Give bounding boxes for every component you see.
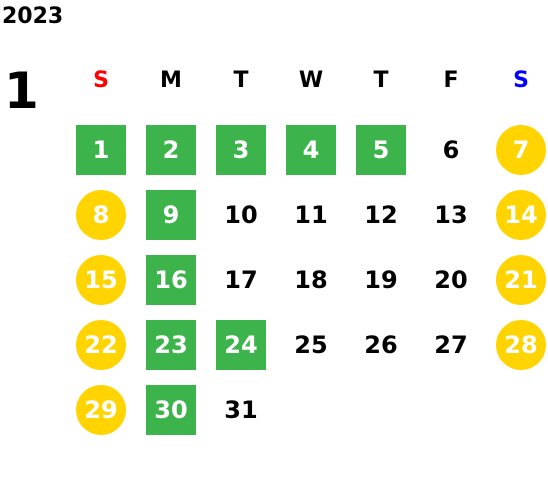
calendar-day[interactable]: 7 bbox=[496, 125, 546, 175]
weekday-header: S bbox=[513, 68, 529, 93]
calendar-day[interactable]: 1 bbox=[76, 125, 126, 175]
calendar-day[interactable]: 24 bbox=[216, 320, 266, 370]
calendar-day[interactable]: 9 bbox=[146, 190, 196, 240]
calendar-day[interactable]: 19 bbox=[364, 266, 398, 294]
calendar-day[interactable]: 25 bbox=[294, 331, 328, 359]
calendar-day[interactable]: 13 bbox=[434, 201, 468, 229]
calendar-day[interactable]: 2 bbox=[146, 125, 196, 175]
calendar-day[interactable]: 29 bbox=[76, 385, 126, 435]
calendar-day[interactable]: 5 bbox=[356, 125, 406, 175]
weekday-header: W bbox=[298, 68, 324, 93]
calendar-day[interactable]: 11 bbox=[294, 201, 328, 229]
calendar-day[interactable]: 26 bbox=[364, 331, 398, 359]
weekday-header: S bbox=[93, 68, 109, 93]
month-label: 1 bbox=[4, 62, 39, 120]
calendar-day[interactable]: 15 bbox=[76, 255, 126, 305]
calendar-day[interactable]: 16 bbox=[146, 255, 196, 305]
calendar-day[interactable]: 8 bbox=[76, 190, 126, 240]
calendar-day[interactable]: 23 bbox=[146, 320, 196, 370]
calendar-day[interactable]: 3 bbox=[216, 125, 266, 175]
calendar-day[interactable]: 4 bbox=[286, 125, 336, 175]
weekday-header: F bbox=[443, 68, 459, 93]
calendar-day[interactable]: 14 bbox=[496, 190, 546, 240]
calendar-day[interactable]: 6 bbox=[442, 136, 460, 164]
weekday-header: M bbox=[160, 68, 182, 93]
calendar-day[interactable]: 17 bbox=[224, 266, 258, 294]
calendar-day[interactable]: 20 bbox=[434, 266, 468, 294]
calendar-day[interactable]: 10 bbox=[224, 201, 258, 229]
calendar-day[interactable]: 27 bbox=[434, 331, 468, 359]
calendar-day[interactable]: 12 bbox=[364, 201, 398, 229]
calendar-day[interactable]: 22 bbox=[76, 320, 126, 370]
calendar-day[interactable]: 21 bbox=[496, 255, 546, 305]
weekday-header: T bbox=[373, 68, 389, 93]
calendar-day[interactable]: 30 bbox=[146, 385, 196, 435]
calendar-day[interactable]: 18 bbox=[294, 266, 328, 294]
calendar-day[interactable]: 31 bbox=[224, 396, 258, 424]
calendar-day[interactable]: 28 bbox=[496, 320, 546, 370]
year-label: 2023 bbox=[2, 4, 64, 29]
weekday-header: T bbox=[233, 68, 249, 93]
